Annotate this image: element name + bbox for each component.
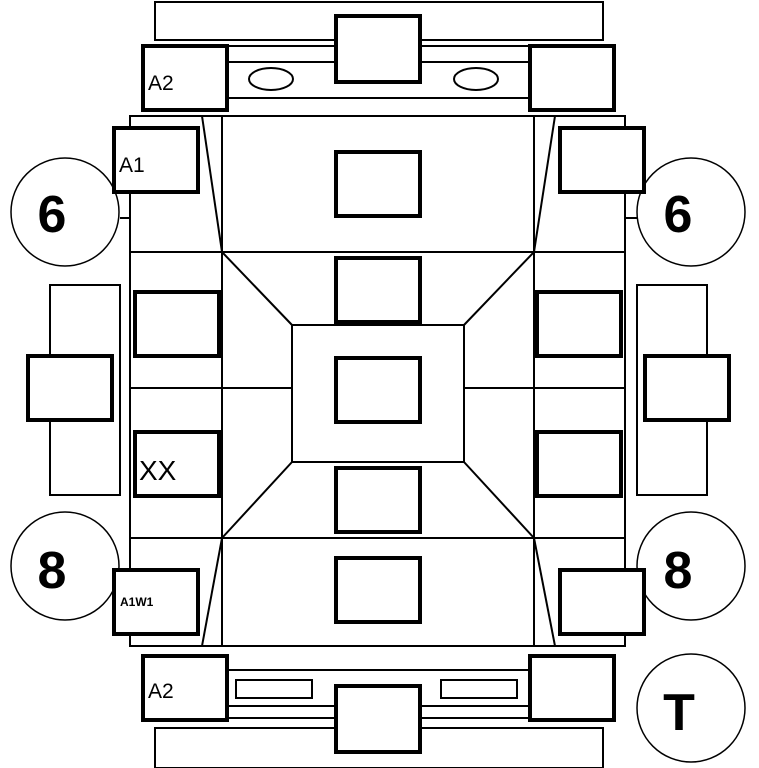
label-xx: XX [139, 455, 177, 486]
marker-6-left: 6 [38, 186, 67, 244]
label-a1w1: A1W1 [120, 595, 154, 609]
fuse-a1w1-front [112, 568, 200, 636]
marker-8-right: 8 [664, 542, 693, 600]
fuse-xx [133, 430, 221, 498]
fuse-right-bottom [528, 654, 616, 722]
fuse-right-upper-front [558, 126, 646, 194]
fuse-center-2 [334, 256, 422, 324]
label-a2-top: A2 [148, 72, 174, 95]
right-top-oval [453, 67, 499, 91]
marker-circle-6-left [10, 157, 120, 267]
fuse-center-3 [334, 356, 422, 424]
label-a2-bottom: A2 [148, 680, 174, 703]
marker-8-left: 8 [38, 542, 67, 600]
fuse-right-mid-1 [535, 290, 623, 358]
marker-circle-6-right [636, 157, 746, 267]
fuse-a2-bottom [141, 654, 229, 722]
right-bottom-slot [440, 679, 518, 699]
marker-t: T [663, 684, 695, 742]
fuse-right-lower-front [558, 568, 646, 636]
fuse-bottom-center [334, 684, 422, 754]
fuse-left-mid-1 [133, 290, 221, 358]
fuse-top-center [334, 14, 422, 84]
fuse-center-4 [334, 466, 422, 534]
fuse-right-mid-2 [535, 430, 623, 498]
fuse-a1-front [112, 126, 200, 194]
marker-circle-8-right [636, 511, 746, 621]
fuse-center-1 [334, 150, 422, 218]
left-top-oval [248, 67, 294, 91]
fuse-center-5 [334, 556, 422, 624]
label-a1: A1 [119, 154, 145, 177]
marker-6-right: 6 [664, 186, 693, 244]
left-bottom-slot [235, 679, 313, 699]
left-side-fuse [26, 354, 114, 422]
marker-circle-t [636, 653, 746, 763]
right-side-fuse [643, 354, 731, 422]
fuse-right-top [528, 44, 616, 112]
fuse-a2-top [141, 44, 229, 112]
marker-circle-8-left [10, 511, 120, 621]
